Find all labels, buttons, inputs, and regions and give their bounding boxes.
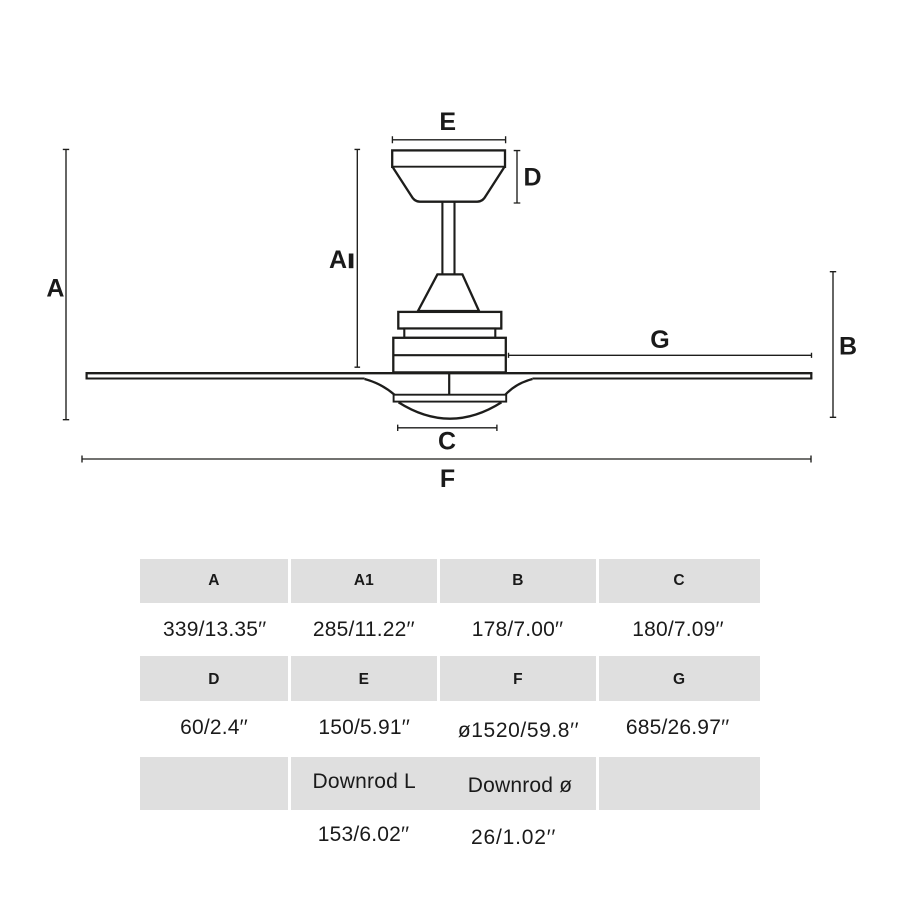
svg-text:A: A — [329, 246, 347, 274]
svg-text:D: D — [523, 164, 541, 192]
svg-text:B: B — [839, 332, 857, 360]
svg-text:G: G — [650, 326, 669, 354]
svg-text:C: C — [438, 428, 456, 456]
svg-text:A: A — [46, 274, 64, 302]
svg-text:F: F — [440, 465, 455, 493]
svg-text:E: E — [439, 108, 456, 136]
